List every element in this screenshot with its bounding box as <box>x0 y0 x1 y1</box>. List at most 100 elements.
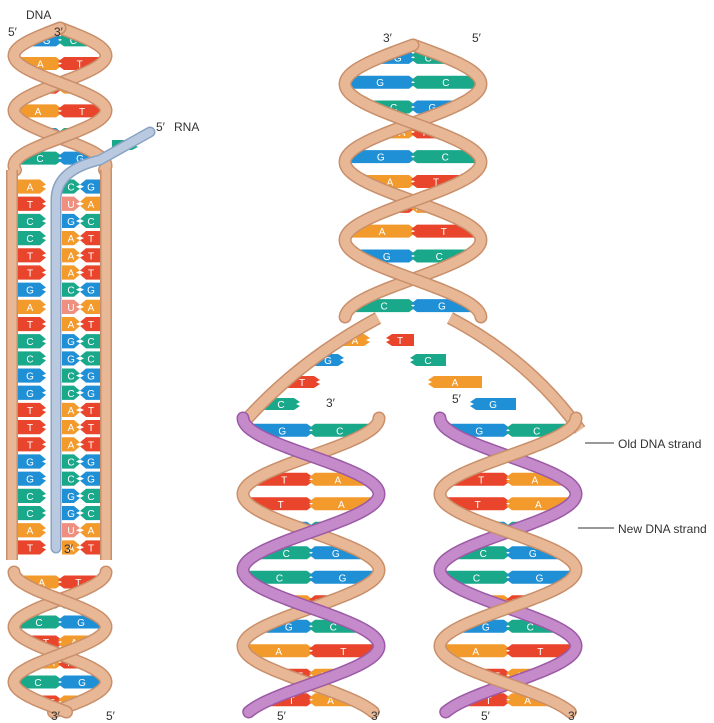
template-base-16-letter: G <box>87 458 95 469</box>
dna-bottom-backbones <box>14 572 106 712</box>
parent-dna-pair-7-right-letter: T <box>441 227 447 238</box>
template-base-10-letter: C <box>87 354 94 365</box>
coding-base-12-letter: G <box>26 389 34 400</box>
template-base-0-letter: G <box>87 183 95 194</box>
template-base-3-letter: T <box>88 234 94 245</box>
right-daughter-pair-0-right-letter: C <box>533 426 540 437</box>
right-daughter-backbones <box>440 418 576 712</box>
left-daughter-pair-5-right-letter: G <box>332 549 340 560</box>
coding-base-17-letter: G <box>26 475 34 486</box>
dna-bottom-pair-5-right-letter: G <box>78 678 86 689</box>
left-daughter-pair-9-left-letter: A <box>275 647 282 658</box>
coding-base-16-letter: G <box>26 458 34 469</box>
coding-base-18-letter: C <box>26 492 33 503</box>
rna-base-9-letter: G <box>67 337 75 348</box>
right-daughter-pair-5-left-letter: C <box>480 549 487 560</box>
left-daughter-pair-9-right-letter: T <box>340 647 346 658</box>
template-base-17-letter: G <box>87 475 95 486</box>
left-daughter-backbones <box>243 418 379 712</box>
rna-base-18-letter: G <box>67 492 75 503</box>
rna-base-12-letter: C <box>67 389 74 400</box>
fork-base-1-letter: T <box>397 336 403 347</box>
coding-base-2-letter: C <box>26 217 33 228</box>
parent-dna-pair-4-right-letter: C <box>442 153 449 164</box>
template-base-12-letter: G <box>87 389 95 400</box>
coding-base-3-letter: C <box>26 234 33 245</box>
rna-base-5-letter: A <box>68 269 75 280</box>
coding-base-15-letter: T <box>27 440 33 451</box>
rna-base-14-letter: A <box>68 423 75 434</box>
rna-base-16-letter: C <box>67 458 74 469</box>
right-daughter-pair-2-right-letter: A <box>532 475 539 486</box>
coding-base-7-letter: A <box>27 303 34 314</box>
right-daughter-pair-9-left-letter: A <box>472 647 479 658</box>
parent-dna-pair-4-left-letter: G <box>377 153 385 164</box>
rna-base-21-letter: A <box>68 543 75 554</box>
coding-base-11-letter: G <box>26 372 34 383</box>
fork-base-4-letter: T <box>299 378 305 389</box>
right-daughter-pair-0-left-letter: G <box>475 426 483 437</box>
parent-dna-pair-1-left-letter: G <box>376 78 384 89</box>
template-base-20-letter: A <box>88 526 95 537</box>
template-base-14-letter: T <box>88 423 94 434</box>
template-base-2-letter: C <box>87 217 94 228</box>
right-daughter-pair-9-right-letter: T <box>537 647 543 658</box>
rna-base-2-letter: G <box>67 217 75 228</box>
template-base-21-letter: T <box>88 543 94 554</box>
coding-base-14-letter: T <box>27 423 33 434</box>
rna-base-3-letter: A <box>68 234 75 245</box>
template-base-5-letter: T <box>88 269 94 280</box>
coding-base-20-letter: A <box>27 526 34 537</box>
template-base-18-letter: C <box>87 492 94 503</box>
coding-base-9-letter: C <box>26 337 33 348</box>
left-daughter-pair-3-left-letter: T <box>278 500 284 511</box>
rna-base-8-letter: A <box>68 320 75 331</box>
rna-base-4-letter: A <box>68 251 75 262</box>
fork-base-3-letter: C <box>424 356 431 367</box>
rna-base-0-letter: C <box>67 183 74 194</box>
rna-base-19-letter: G <box>67 509 75 520</box>
template-base-6-letter: G <box>87 286 95 297</box>
left-daughter-pair-0-left-letter: G <box>278 426 286 437</box>
rna-base-1-letter: U <box>67 200 74 211</box>
dna-top-pair-3-right-letter: T <box>79 107 85 118</box>
rna-base-7-letter: U <box>67 303 74 314</box>
template-base-8-letter: T <box>88 320 94 331</box>
rna-base-11-letter: C <box>67 372 74 383</box>
fork-right-strand-edge <box>450 318 580 430</box>
left-daughter-pair-5-left-letter: C <box>283 549 290 560</box>
right-daughter-pair-2-left-letter: T <box>478 475 484 486</box>
dna-bottom-pair-2-left-letter: C <box>35 618 42 629</box>
template-base-19-letter: C <box>87 509 94 520</box>
coding-base-19-letter: C <box>26 509 33 520</box>
left-daughter-pair-2-left-letter: T <box>281 475 287 486</box>
left-daughter-pair-0-right-letter: C <box>336 426 343 437</box>
rna-base-20-letter: U <box>67 526 74 537</box>
left-daughter-pair-2-right-letter: A <box>335 475 342 486</box>
fork-base-7-letter: G <box>489 400 497 411</box>
coding-base-6-letter: G <box>26 286 34 297</box>
rna-base-10-letter: G <box>67 354 75 365</box>
template-base-7-letter: A <box>88 303 95 314</box>
dna-top-pair-3-left-letter: A <box>35 107 42 118</box>
right-daughter-pair-6-left-letter: C <box>473 573 480 584</box>
template-base-9-letter: C <box>87 337 94 348</box>
rna-base-17-letter: C <box>67 475 74 486</box>
rna-base-13-letter: A <box>68 406 75 417</box>
template-base-1-letter: A <box>88 200 95 211</box>
fork-base-6-letter: C <box>277 400 284 411</box>
right-daughter-pair-6-right-letter: G <box>536 573 544 584</box>
parent-dna-pair-10-right-letter: G <box>438 302 446 313</box>
right-daughter-pair-3-left-letter: T <box>475 500 481 511</box>
dna-bottom-pair-5-left-letter: C <box>34 678 41 689</box>
left-daughter-pair-3-right-letter: A <box>338 500 345 511</box>
coding-base-4-letter: T <box>27 251 33 262</box>
left-daughter-pair-6-left-letter: C <box>276 573 283 584</box>
parent-dna-pair-10-left-letter: C <box>381 302 388 313</box>
left-daughter-pair-6-right-letter: G <box>339 573 347 584</box>
parent-dna-pair-7-left-letter: A <box>379 227 386 238</box>
coding-base-13-letter: T <box>27 406 33 417</box>
coding-base-0-letter: A <box>27 183 34 194</box>
